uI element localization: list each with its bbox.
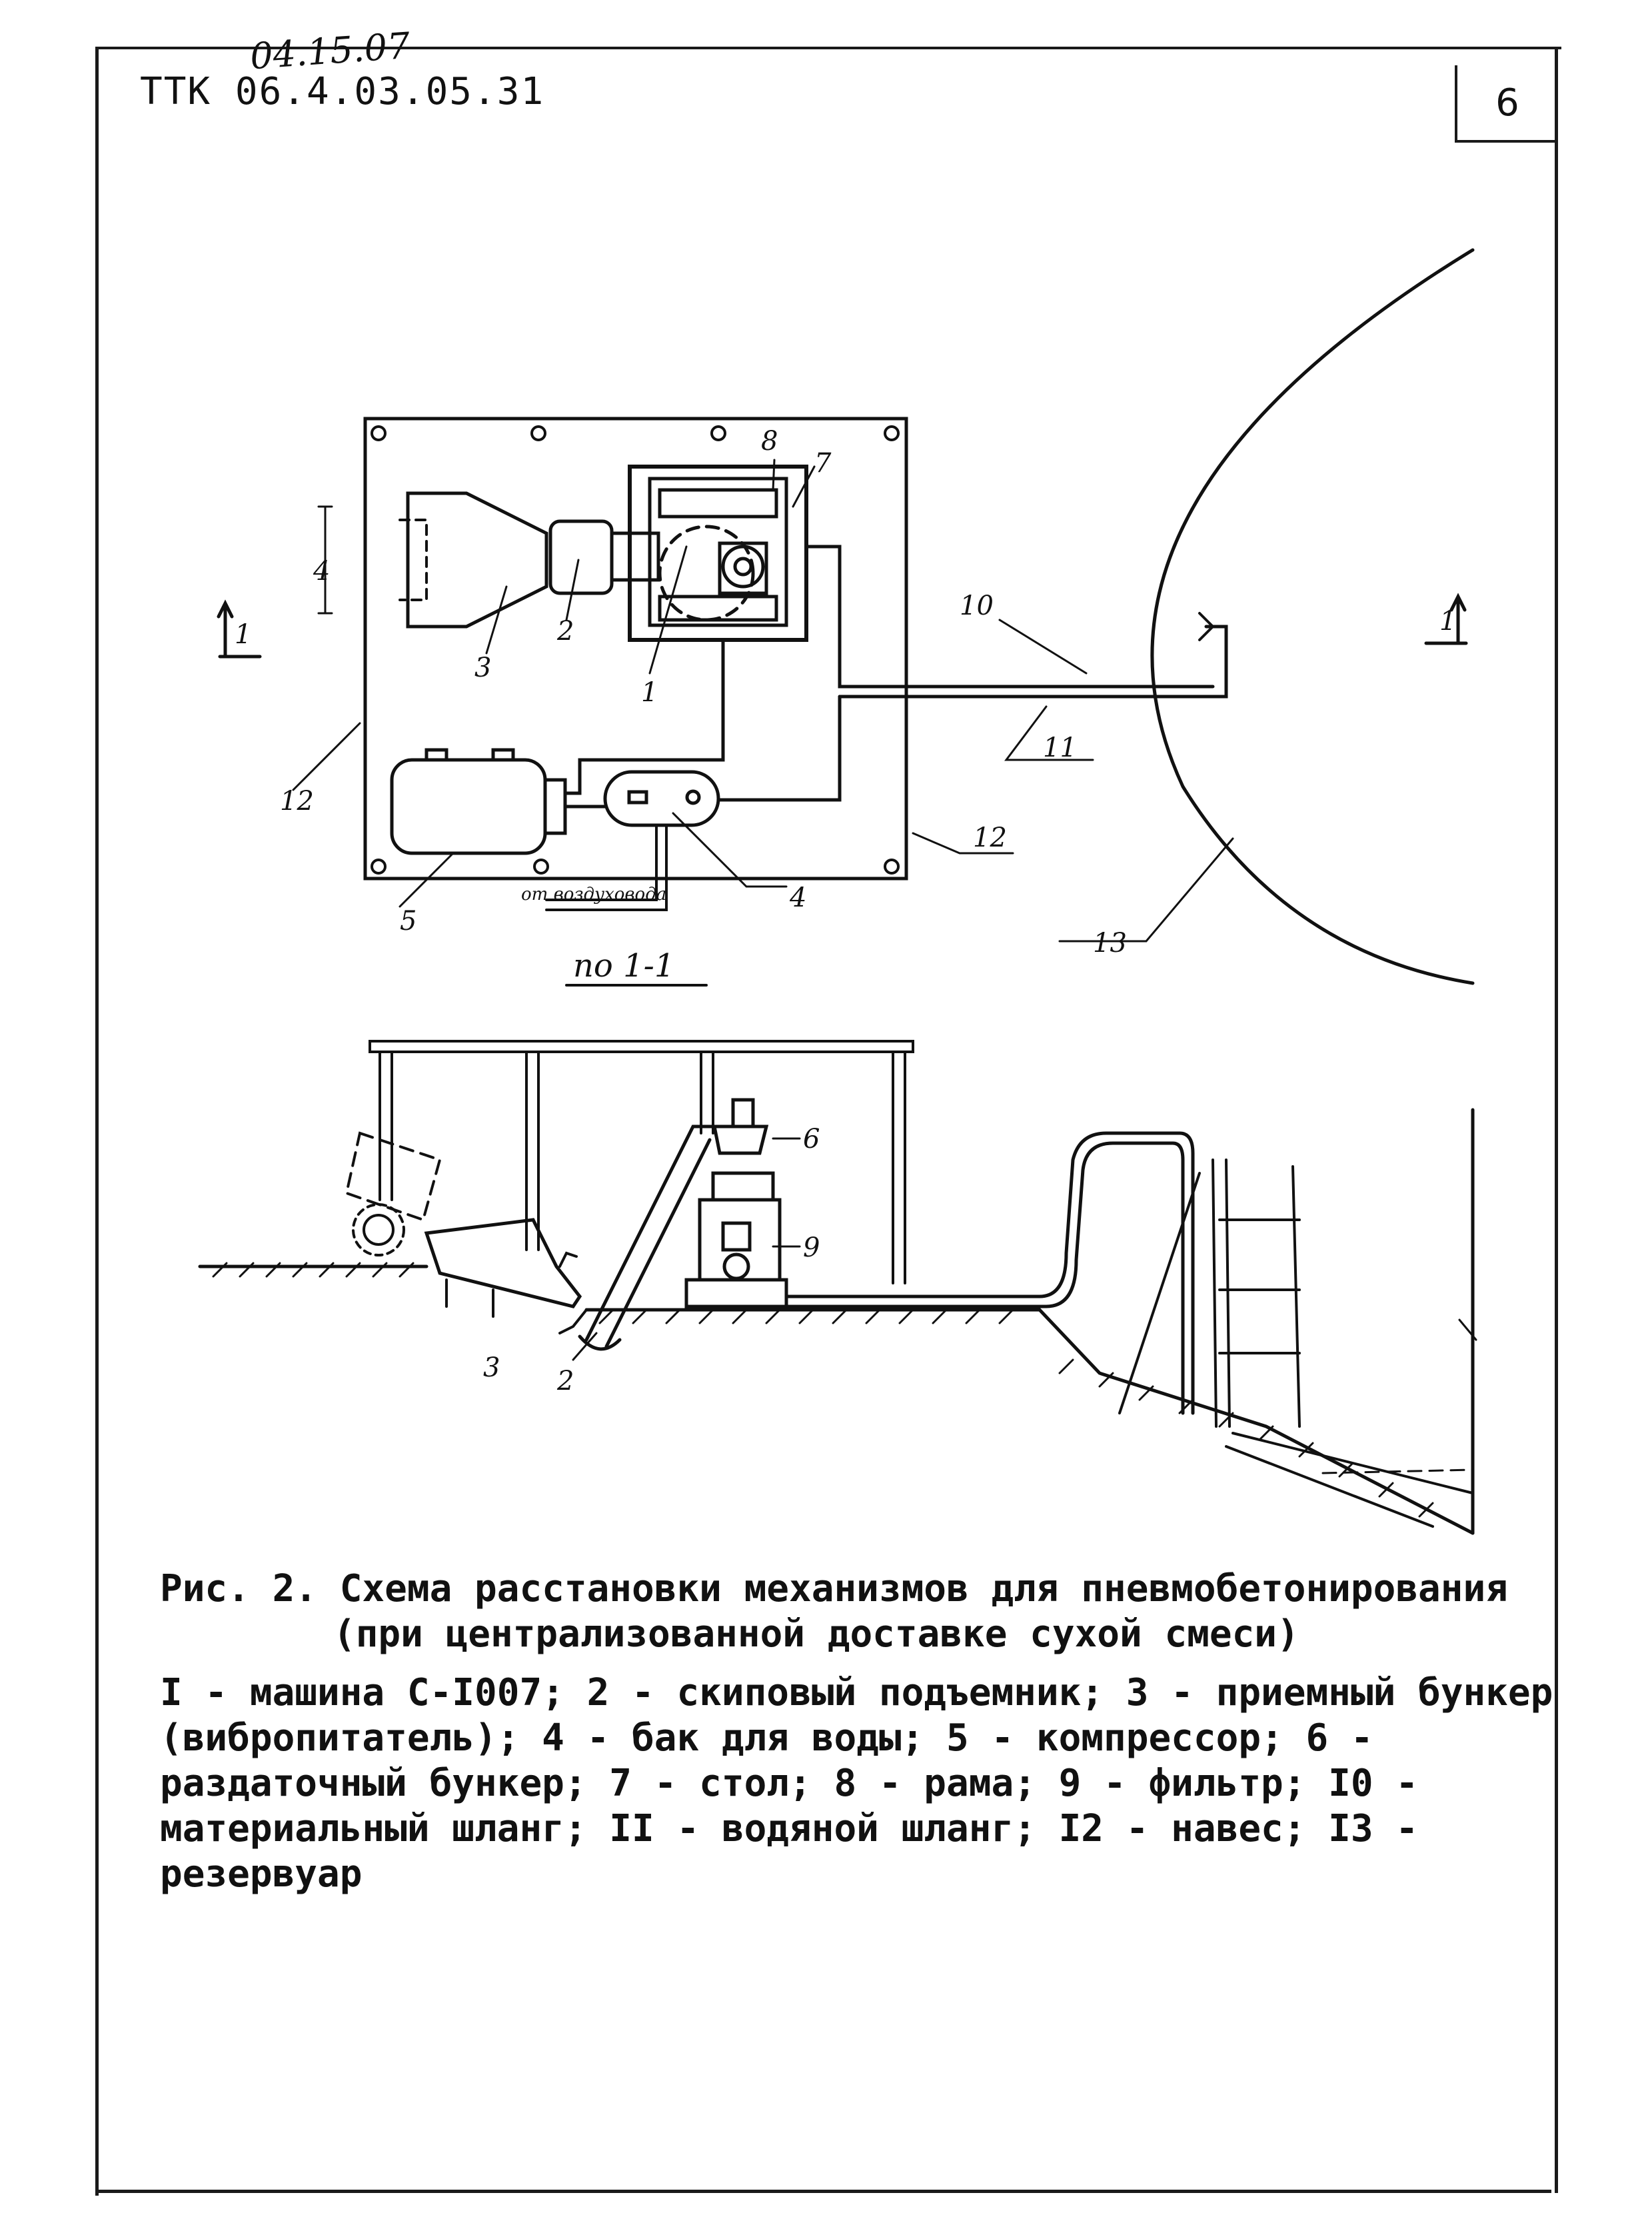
figure-caption-subtitle: (при централизованной доставке сухой сме… bbox=[333, 1612, 1299, 1656]
figure-caption-title: Рис. 2. Схема расстановки механизмов для… bbox=[160, 1567, 1508, 1610]
material-hose bbox=[804, 545, 1215, 689]
skip-hoist-plan bbox=[548, 519, 614, 595]
section-labels: 6 9 3 2 bbox=[483, 1124, 820, 1396]
label-10: 10 bbox=[960, 591, 994, 621]
reservoir-wall bbox=[1150, 248, 1475, 985]
document-code: ТТК 06.4.03.05.31 bbox=[140, 70, 545, 113]
label-12-right: 12 bbox=[973, 823, 1007, 853]
section-marker-right: 1 bbox=[1439, 606, 1456, 637]
canopy-outline bbox=[363, 417, 908, 881]
bottom-frame-line bbox=[99, 2190, 1551, 2193]
hopper-section bbox=[424, 1218, 582, 1308]
label-6: 6 bbox=[803, 1124, 820, 1154]
dimension-label: 4 bbox=[313, 556, 330, 587]
plan-labels: 8 7 4 2 3 1 10 11 12 12 5 4 13 1 1 от во… bbox=[235, 426, 1456, 985]
air-supply-note: от воздуховода bbox=[521, 885, 666, 905]
label-1: 1 bbox=[641, 677, 658, 708]
compressor bbox=[390, 758, 547, 855]
page-number: 6 bbox=[1455, 65, 1557, 143]
water-tank bbox=[603, 770, 720, 827]
section-view bbox=[198, 1040, 1477, 1535]
filter-body bbox=[698, 1198, 782, 1282]
section-label-3: 3 bbox=[483, 1352, 500, 1383]
label-13: 13 bbox=[1093, 928, 1127, 959]
page-frame bbox=[95, 47, 1561, 2196]
section-title: по 1-1 bbox=[573, 947, 674, 985]
label-3: 3 bbox=[474, 653, 491, 683]
figure-legend: I - машина С-I007; 2 - скиповый подъемни… bbox=[160, 1671, 1553, 1896]
canopy-roof bbox=[369, 1040, 914, 1053]
label-11: 11 bbox=[1043, 733, 1077, 763]
label-2: 2 bbox=[556, 616, 574, 647]
section-marker-left: 1 bbox=[235, 619, 251, 650]
label-12-left: 12 bbox=[280, 786, 314, 817]
label-9: 9 bbox=[803, 1232, 820, 1263]
receiving-hopper bbox=[406, 491, 548, 629]
right-frame-edge bbox=[1555, 47, 1558, 2193]
plan-view bbox=[217, 248, 1475, 985]
dispensing-hopper bbox=[712, 1124, 769, 1155]
ground-hatching bbox=[212, 1262, 1434, 1518]
label-5: 5 bbox=[400, 906, 416, 937]
label-4: 4 bbox=[789, 883, 806, 913]
label-8: 8 bbox=[761, 426, 778, 457]
machine-outline bbox=[658, 525, 755, 622]
table-plan bbox=[628, 465, 808, 642]
water-hose bbox=[838, 625, 1228, 699]
anchor-bolts bbox=[371, 425, 900, 875]
section-label-2: 2 bbox=[556, 1366, 574, 1396]
label-7: 7 bbox=[814, 448, 832, 479]
